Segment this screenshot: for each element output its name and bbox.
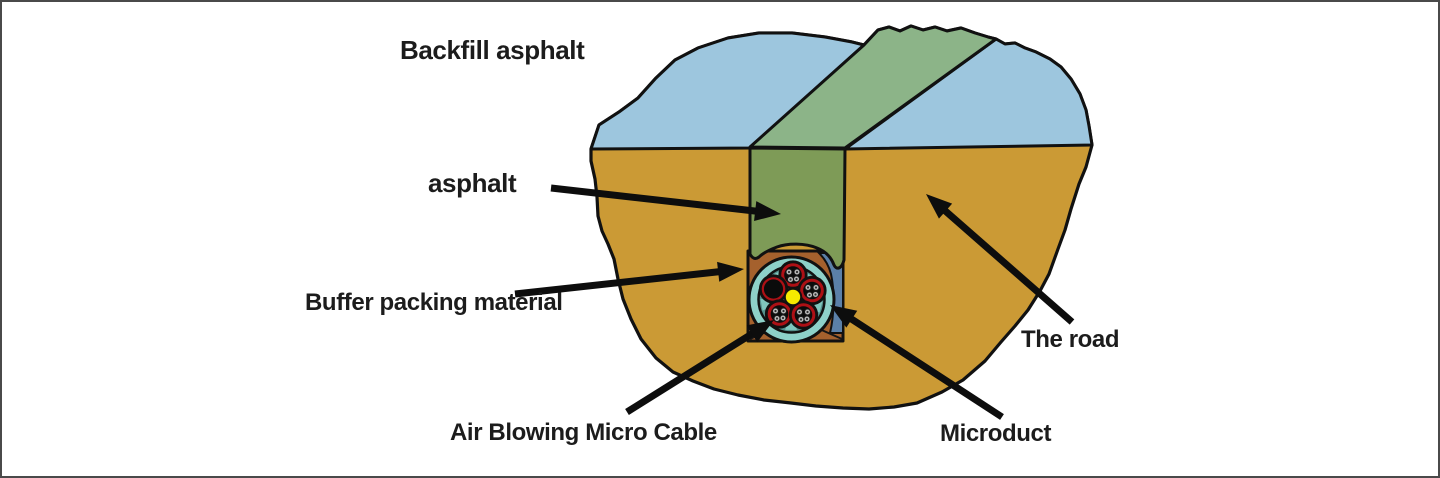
road-surface-right — [843, 37, 1094, 151]
micro-cable-fiber — [781, 316, 785, 320]
micro-cable-fiber — [814, 286, 818, 289]
microduct-arrow-head — [830, 305, 858, 328]
micro-cable-fiber — [814, 293, 817, 296]
cable-arrow-head — [746, 320, 774, 343]
micro-cable-fiber — [774, 309, 777, 313]
backfill-asphalt-strip — [748, 24, 998, 150]
micro-cable-fiber — [799, 318, 803, 321]
micro-cable-fiber — [795, 277, 798, 281]
micro-cable-fiber — [775, 317, 779, 320]
label-backfill-asphalt: Backfill asphalt — [400, 35, 585, 65]
label-asphalt: asphalt — [428, 168, 517, 198]
annotation-arrows — [514, 184, 1075, 420]
microduct-arrow-shaft — [846, 314, 1004, 420]
buffer-arrow-shaft — [514, 267, 723, 298]
label-air-blowing-micro-cable: Air Blowing Micro Cable — [450, 419, 717, 446]
empty-microduct-bore — [763, 279, 784, 299]
road-surface-left — [589, 31, 866, 151]
label-microduct: Microduct — [940, 420, 1052, 447]
micro-cable-fiber — [787, 270, 791, 274]
micro-cable-fiber — [806, 310, 809, 314]
center-strength-member — [783, 287, 803, 307]
microduct-bundle — [747, 255, 836, 344]
asphalt-arrow-shaft — [550, 184, 760, 216]
micro-cable-fiber — [782, 309, 785, 313]
buffer-arrow-head — [717, 261, 744, 282]
road-arrow-shaft — [940, 205, 1075, 325]
label-the-road: The road — [1021, 326, 1120, 353]
label-buffer-packing-material: Buffer packing material — [305, 289, 563, 316]
micro-cable-fiber — [806, 286, 810, 289]
trench-asphalt-fill — [748, 146, 847, 270]
asphalt-arrow-head — [754, 201, 781, 222]
micro-cable-fiber — [805, 317, 809, 321]
micro-cable-fiber — [808, 293, 811, 297]
micro-cable-fiber — [789, 278, 792, 281]
cable-arrow-shaft — [625, 328, 758, 415]
road-arrow-head — [926, 194, 953, 219]
micro-cable-fiber — [795, 270, 799, 274]
micro-cable-fiber — [798, 310, 801, 314]
